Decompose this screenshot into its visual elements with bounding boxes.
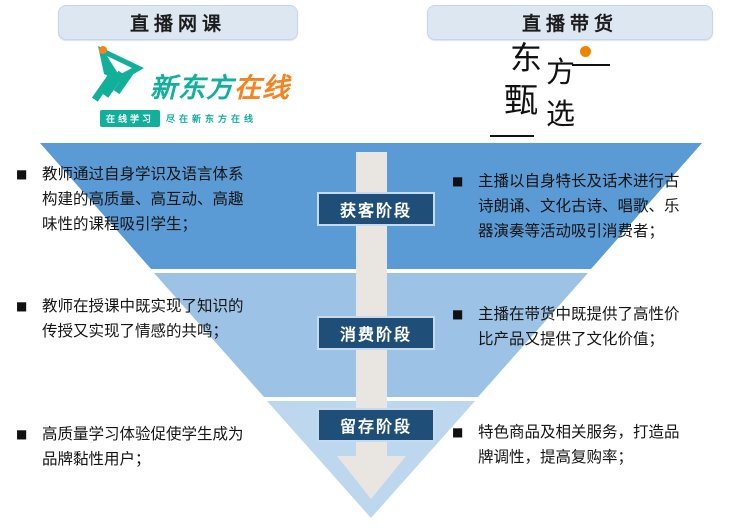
bullet-square-icon: ■ bbox=[16, 299, 28, 313]
stage-label: 留存阶段 bbox=[339, 417, 412, 436]
dlogo-char-xuan: 选 bbox=[546, 97, 576, 131]
bullet-square-icon: ■ bbox=[452, 174, 464, 188]
header-live-online-class: 直播网课 bbox=[58, 5, 298, 40]
koolearn-slogan-rest: 尽在新东方在线 bbox=[166, 115, 258, 125]
bullet-text: 特色商品及相关服务，打造品牌调性，提高复购率； bbox=[478, 423, 680, 466]
dlogo-deco-line-top bbox=[572, 64, 610, 66]
dlogo-char-dong: 东 bbox=[510, 39, 543, 77]
bullet-text: 主播以自身特长及话术进行古诗朗诵、文化古诗、唱歌、乐器演奏等活动吸引消费者； bbox=[478, 172, 680, 240]
bullet-square-icon: ■ bbox=[16, 427, 28, 441]
koolearn-logo-wordmark: 新东方在线 bbox=[150, 66, 290, 105]
right-bullet-consumption: ■ 主播在带货中既提供了高性价比产品又提供了文化价值； bbox=[452, 302, 693, 352]
koolearn-slogan: 在线学习 尽在新东方在线 bbox=[100, 110, 257, 127]
koolearn-logo-icon bbox=[91, 46, 144, 102]
dlogo-deco-line-bottom bbox=[490, 135, 534, 137]
left-bullet-consumption: ■ 教师在授课中既实现了知识的传授又实现了情感的共鸣； bbox=[16, 294, 257, 344]
down-arrow-head bbox=[337, 456, 406, 499]
header-left-label: 直播网课 bbox=[129, 13, 226, 35]
header-live-commerce: 直播带货 bbox=[427, 5, 713, 40]
dlogo-sun-dot bbox=[580, 46, 591, 57]
stage-box-acquisition: 获客阶段 bbox=[317, 192, 435, 226]
koolearn-name-orange: 在线 bbox=[234, 73, 290, 104]
bullet-square-icon: ■ bbox=[452, 425, 464, 439]
stage-label: 获客阶段 bbox=[339, 201, 412, 220]
bullet-text: 高质量学习体验促使学生成为品牌黏性用户； bbox=[42, 425, 244, 468]
koolearn-slogan-box: 在线学习 bbox=[100, 110, 161, 127]
left-bullet-retention: ■ 高质量学习体验促使学生成为品牌黏性用户； bbox=[16, 422, 257, 472]
dlogo-char-fang: 方 bbox=[546, 55, 576, 89]
koolearn-logo: 新东方在线 在线学习 尽在新东方在线 bbox=[90, 42, 300, 130]
header-right-label: 直播带货 bbox=[521, 13, 618, 35]
koolearn-orange-dot bbox=[99, 46, 107, 54]
dongfang-zhenxuan-logo: 东 方 甄 选 bbox=[480, 40, 620, 142]
stage-box-retention: 留存阶段 bbox=[317, 408, 435, 442]
bullet-text: 教师通过自身学识及语言体系构建的高质量、高互动、高趣味性的课程吸引学生； bbox=[42, 165, 244, 233]
koolearn-name-teal: 新东方 bbox=[150, 73, 234, 104]
dlogo-char-zhen: 甄 bbox=[504, 81, 538, 121]
right-bullet-retention: ■ 特色商品及相关服务，打造品牌调性，提高复购率； bbox=[452, 420, 693, 470]
left-bullet-acquisition: ■ 教师通过自身学识及语言体系构建的高质量、高互动、高趣味性的课程吸引学生； bbox=[16, 162, 257, 237]
bullet-square-icon: ■ bbox=[452, 307, 464, 321]
bullet-text: 主播在带货中既提供了高性价比产品又提供了文化价值； bbox=[478, 305, 680, 348]
right-bullet-acquisition: ■ 主播以自身特长及话术进行古诗朗诵、文化古诗、唱歌、乐器演奏等活动吸引消费者； bbox=[452, 169, 693, 244]
bullet-text: 教师在授课中既实现了知识的传授又实现了情感的共鸣； bbox=[42, 297, 244, 340]
bullet-square-icon: ■ bbox=[16, 167, 28, 181]
stage-box-consumption: 消费阶段 bbox=[317, 316, 435, 350]
stage-label: 消费阶段 bbox=[339, 325, 412, 344]
